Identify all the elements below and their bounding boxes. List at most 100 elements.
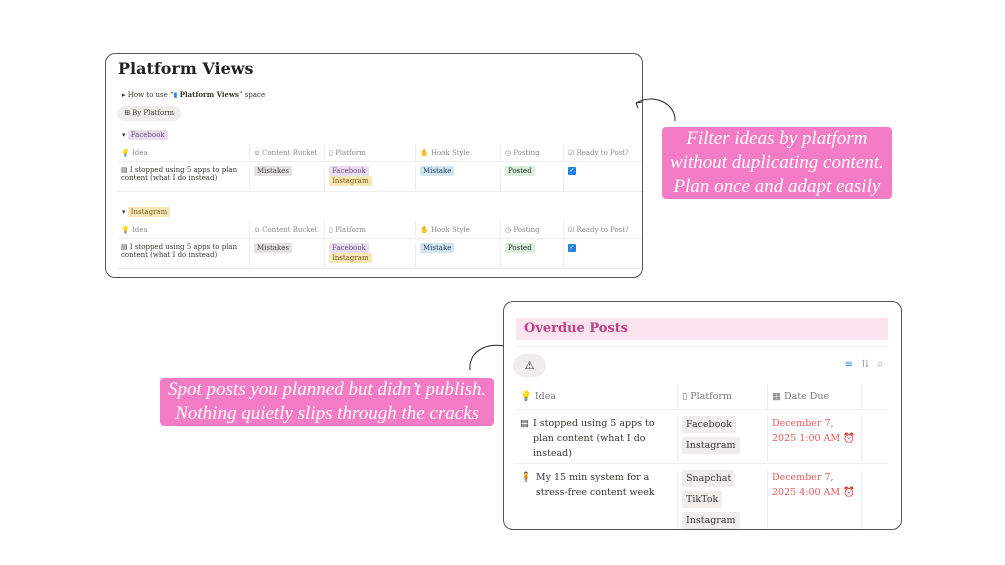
table-header: 💡 Idea ▯ Platform ▦ Date Due: [516, 384, 888, 410]
header-label: Ready to Post?: [576, 149, 629, 157]
table-row[interactable]: 🧍My 15 min system for a stress-free cont…: [516, 464, 888, 529]
bucket-cell[interactable]: Mistakes: [250, 166, 325, 191]
callout-line: without duplicating content.: [670, 152, 884, 173]
bucket-tag: Mistakes: [254, 166, 292, 176]
header-label: Content Bucket: [262, 226, 318, 234]
column-header-idea[interactable]: 💡 Idea: [516, 384, 678, 409]
column-icon: ☑: [568, 149, 575, 157]
platform-tag: Instagram: [329, 176, 372, 186]
column-header[interactable]: ◷ Posting Time: [501, 221, 564, 238]
table-header: 💡 Idea⊙ Content Bucket▯ Platform✋ Hook S…: [117, 144, 642, 162]
column-header[interactable]: ✋ Hook Style: [416, 144, 501, 161]
alarm-clock-icon: ⏰: [843, 487, 856, 498]
view-by-platform-tab[interactable]: ⊞ By Platform: [117, 106, 182, 121]
column-header[interactable]: 💡 Idea: [117, 144, 250, 161]
column-header[interactable]: 💡 Idea: [117, 221, 250, 238]
hook-cell[interactable]: Mistake: [416, 166, 501, 191]
header-label: Hook Style: [430, 149, 470, 157]
posting-cell[interactable]: Posted: [501, 166, 564, 191]
column-header[interactable]: ☑ Ready to Post?: [564, 144, 642, 161]
platform-tag: Facebook: [329, 243, 369, 253]
ready-cell[interactable]: ✓: [564, 166, 642, 191]
bucket-cell[interactable]: Mistakes: [250, 243, 325, 268]
column-header[interactable]: ☑ Ready to Post?: [564, 221, 642, 238]
arrow-icon: [635, 98, 676, 122]
column-icon: ◷: [505, 226, 512, 234]
bucket-tag: Mistakes: [254, 243, 292, 253]
callout-line: Filter ideas by platform: [686, 128, 868, 149]
platform-tag: Facebook: [329, 166, 369, 176]
empty-cell: [862, 470, 888, 529]
idea-cell[interactable]: ▤ I stopped using 5 apps to plan content…: [117, 166, 250, 191]
table-row[interactable]: ▤I stopped using 5 apps to plan content …: [516, 410, 888, 464]
idea-text: I stopped using 5 apps to plan content (…: [532, 418, 655, 459]
group-table: 💡 Idea⊙ Content Bucket▯ Platform✋ Hook S…: [117, 144, 642, 192]
platform-tag: Instagram: [682, 512, 740, 529]
checkbox-checked-icon[interactable]: ✓: [568, 244, 576, 252]
column-header[interactable]: ⊙ Content Bucket: [250, 144, 325, 161]
header-label: Idea: [131, 149, 148, 157]
hook-tag: Mistake: [420, 243, 455, 253]
posting-cell[interactable]: Posted: [501, 243, 564, 268]
platform-tag: Instagram: [329, 253, 372, 263]
ready-cell[interactable]: ✓: [564, 243, 642, 268]
callout-line: Spot posts you planned but didn’t publis…: [168, 379, 487, 400]
overdue-table: 💡 Idea ▯ Platform ▦ Date Due ▤I stopped …: [516, 384, 888, 529]
column-header[interactable]: ▯ Platform: [325, 221, 416, 238]
howto-bold: Platform Views: [179, 90, 239, 99]
column-header[interactable]: ▯ Platform: [325, 144, 416, 161]
table-row[interactable]: ▤ I stopped using 5 apps to plan content…: [117, 162, 642, 192]
header-label: Hook Style: [430, 226, 470, 234]
date-due-cell[interactable]: December 7, 2025 4:00 AM ⏰: [768, 470, 862, 529]
header-label: Idea: [534, 391, 556, 402]
platform-tag: Snapchat: [682, 470, 736, 487]
sort-icon[interactable]: ⇅: [861, 359, 870, 370]
callout-filter: Filter ideas by platform without duplica…: [662, 127, 892, 199]
column-header[interactable]: ✋ Hook Style: [416, 221, 501, 238]
column-header[interactable]: ◷ Posting Time: [501, 144, 564, 161]
column-icon: ✋: [420, 226, 429, 234]
page-icon: ▤: [121, 243, 128, 251]
page-icon: ▤: [520, 418, 529, 429]
filter-icon[interactable]: ≡: [844, 359, 853, 370]
search-icon[interactable]: ⌕: [877, 359, 883, 370]
header-label: Platform: [335, 149, 366, 157]
column-icon: ▯: [329, 149, 333, 157]
hook-tag: Mistake: [420, 166, 455, 176]
group-header[interactable]: ▾ Instagram: [122, 207, 174, 217]
group-tag: Facebook: [127, 130, 168, 140]
table-row[interactable]: ▤ I stopped using 5 apps to plan content…: [117, 239, 642, 269]
checkbox-checked-icon[interactable]: ✓: [568, 167, 576, 175]
table-icon: ⊞: [124, 109, 130, 117]
hook-cell[interactable]: Mistake: [416, 243, 501, 268]
header-label: Idea: [131, 226, 148, 234]
column-header-date-due[interactable]: ▦ Date Due: [768, 384, 862, 409]
idea-cell[interactable]: ▤ I stopped using 5 apps to plan content…: [117, 243, 250, 268]
group-table: 💡 Idea⊙ Content Bucket▯ Platform✋ Hook S…: [117, 221, 642, 269]
date-text: December 7, 2025 1:00 AM: [772, 418, 841, 444]
column-icon: ⊙: [254, 149, 260, 157]
warning-view-tab[interactable]: ⚠: [513, 354, 546, 377]
header-label: Posting Time: [513, 226, 540, 234]
howto-toggle[interactable]: ▸ How to use “▮ Platform Views” space: [122, 90, 266, 99]
header-label: Posting Time: [513, 149, 540, 157]
platform-tag: TikTok: [682, 491, 723, 508]
column-header[interactable]: ⊙ Content Bucket: [250, 221, 325, 238]
date-due-cell[interactable]: December 7, 2025 1:00 AM ⏰: [768, 416, 862, 461]
platform-tag: Instagram: [682, 437, 740, 454]
column-icon: 💡: [121, 226, 130, 234]
platform-cell[interactable]: FacebookInstagram: [325, 166, 416, 191]
column-header-platform[interactable]: ▯ Platform: [678, 384, 768, 409]
group-header[interactable]: ▾ Facebook: [122, 130, 172, 140]
platform-cell[interactable]: FacebookInstagram: [325, 243, 416, 268]
column-icon: ▯: [329, 226, 333, 234]
header-label: Ready to Post?: [576, 226, 629, 234]
idea-cell[interactable]: ▤I stopped using 5 apps to plan content …: [516, 416, 678, 461]
column-icon: 💡: [121, 149, 130, 157]
view-label: By Platform: [132, 109, 175, 117]
idea-cell[interactable]: 🧍My 15 min system for a stress-free cont…: [516, 470, 678, 529]
platform-views-card: Platform Views ▸ How to use “▮ Platform …: [105, 53, 643, 278]
idea-text: I stopped using 5 apps to plan content (…: [121, 243, 238, 259]
